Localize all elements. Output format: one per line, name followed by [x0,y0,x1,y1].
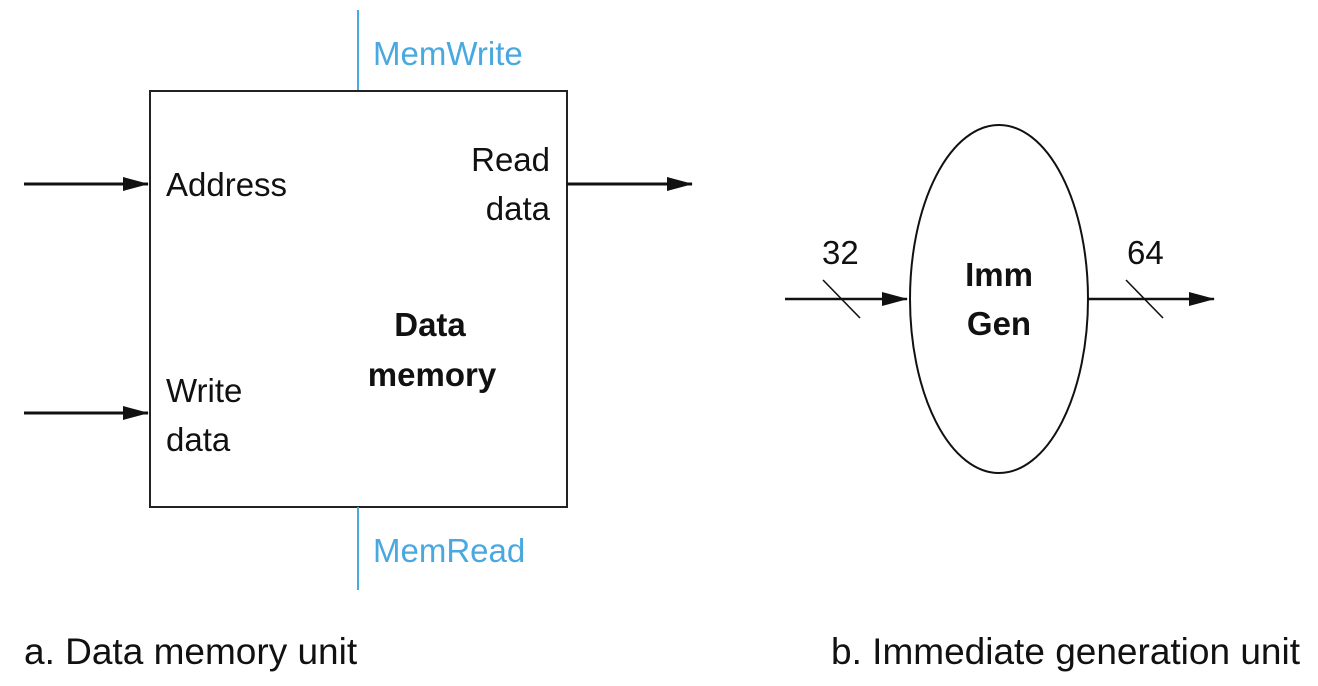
output-bus-width-label: 64 [1127,234,1164,271]
data-memory-unit: MemWrite Address Read data Data memory W… [24,10,693,672]
input-bus-width-label: 32 [822,234,859,271]
imm-gen-title-line2: Gen [967,305,1031,342]
input-bus-width-slash [822,279,861,319]
memwrite-label: MemWrite [373,35,523,72]
imm-gen-ellipse [909,124,1089,474]
imm-gen-title-line1: Imm [965,256,1033,293]
data-memory-title-line1: Data [394,306,466,343]
output-bus-width-slash [1125,279,1164,319]
read-data-port-label-line2: data [486,190,551,227]
write-data-port-label-line2: data [166,421,231,458]
read-data-port-label-line1: Read [471,141,550,178]
write-data-port-label-line1: Write [166,372,242,409]
imm-gen-caption: b. Immediate generation unit [831,631,1301,672]
memread-label: MemRead [373,532,525,569]
data-memory-caption: a. Data memory unit [24,631,358,672]
address-port-label: Address [166,166,287,203]
imm-gen-unit: 32 Imm Gen 64 b. Immediate generation un… [785,124,1301,672]
data-memory-title-line2: memory [368,356,497,393]
